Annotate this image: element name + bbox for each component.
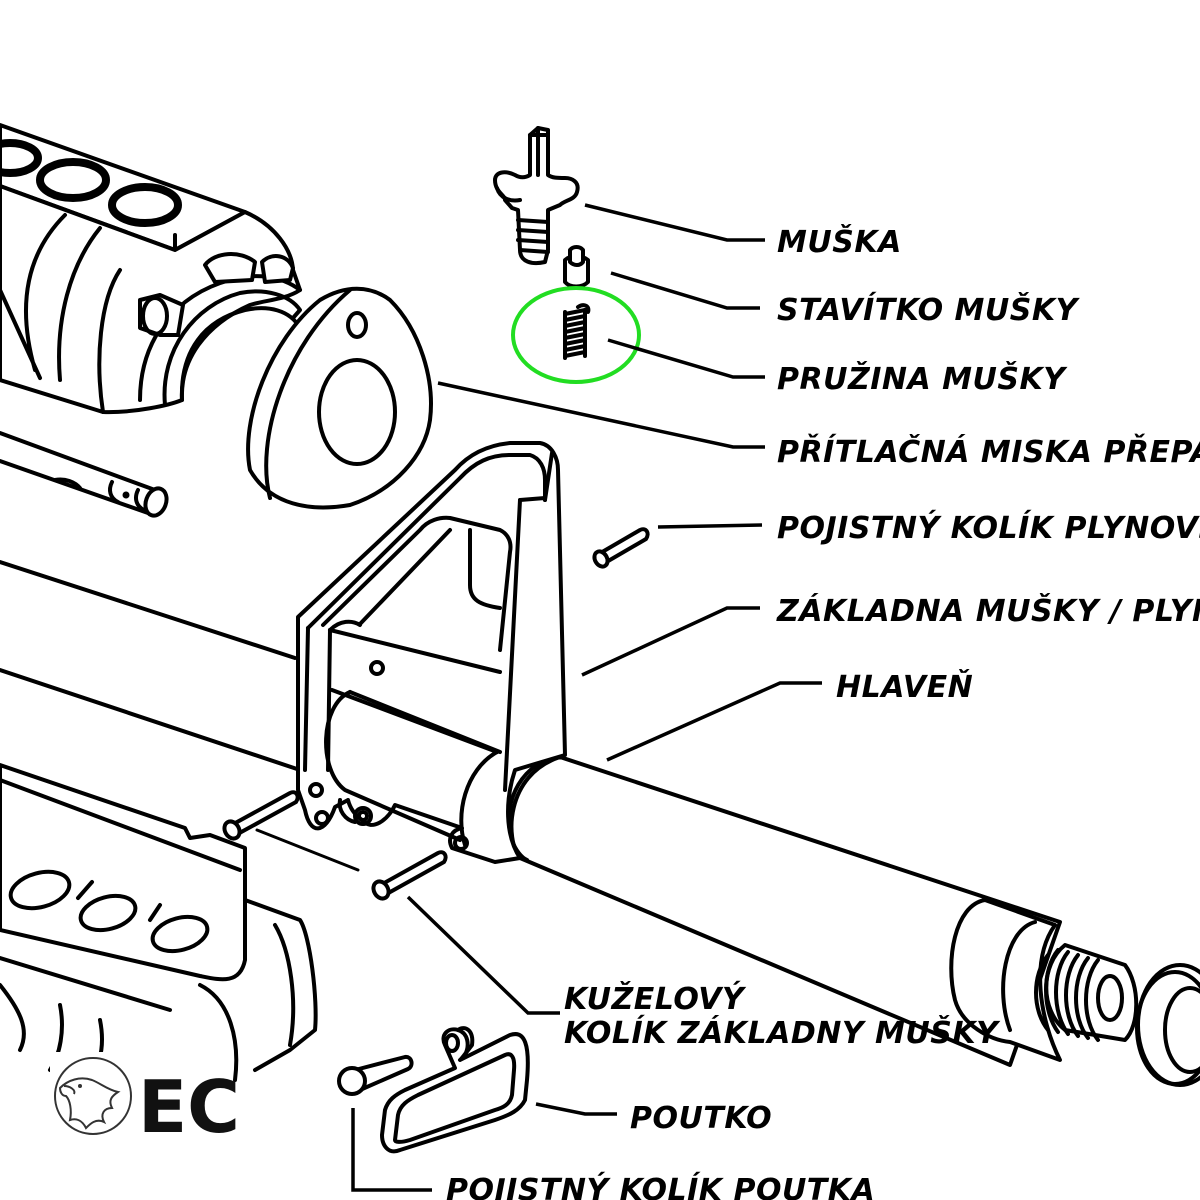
leader-hlaven: [606, 681, 822, 762]
leader-lines: [351, 203, 822, 1192]
taper-pin-right: [371, 850, 448, 901]
muzzle-threads: [1034, 943, 1139, 1042]
front-sight-detent: [563, 245, 590, 289]
label-hlaven: HLAVEŇ: [836, 669, 973, 705]
front-sight-spring: [563, 303, 591, 360]
leader-muska: [584, 203, 765, 242]
part-labels: MUŠKA STAVÍTKO MUŠKY PRUŽINA MUŠKY PŘÍTL…: [446, 223, 1200, 1200]
leader-pojistny-plyn: [657, 523, 763, 529]
label-zakladna: ZÁKLADNA MUŠKY / PLYNOVÝ BLOK: [776, 592, 1200, 629]
pin-alignment-line: [255, 828, 360, 872]
leader-poutko: [535, 1102, 617, 1116]
crush-washer: [1135, 963, 1200, 1087]
front-sight-base: [296, 441, 567, 864]
leader-pojistny-poutka: [351, 1108, 432, 1192]
ce-mark: EC: [138, 1065, 240, 1149]
front-sight-post: [493, 126, 580, 266]
label-stavitko: STAVÍTKO MUŠKY: [777, 291, 1081, 328]
leader-zakladna: [581, 606, 760, 677]
leader-stavitko: [610, 271, 760, 310]
label-poutko: POUTKO: [630, 1101, 772, 1136]
label-pojistny-poutka: POJISTNÝ KOLÍK POUTKA: [446, 1172, 875, 1200]
sling-swivel: [380, 1026, 530, 1154]
upper-handguard: [0, 123, 302, 415]
leader-pritlacna: [437, 381, 765, 449]
logo-area: EC: [50, 1052, 240, 1149]
leader-pruzina: [607, 338, 765, 379]
leader-kuzelovy: [406, 895, 560, 1015]
highlight-circle: [511, 286, 641, 384]
lower-handguard: [0, 763, 318, 1082]
gas-tube-roll-pin: [592, 527, 650, 569]
handguard-cap-plate: [246, 286, 433, 510]
taper-pin-left: [222, 790, 300, 841]
label-pritlacna: PŘÍTLAČNÁ MISKA PŘEPAŽBÍ: [777, 433, 1200, 470]
label-pojistny-plyn: POJISTNÝ KOLÍK PLYNOVRATNÉ TRUBICE: [777, 510, 1200, 546]
eagle-logo-icon: [54, 1057, 132, 1135]
swivel-pin: [337, 1054, 414, 1096]
label-pruzina: PRUŽINA MUŠKY: [777, 360, 1068, 397]
label-kuzelovy-line2: KOLÍK ZÁKLADNY MUŠKY: [564, 1014, 1001, 1051]
gas-tube: [0, 431, 169, 518]
label-kuzelovy-line1: KUŽELOVÝ: [564, 981, 747, 1017]
label-muska: MUŠKA: [777, 223, 902, 260]
barrel: [0, 560, 1200, 1087]
